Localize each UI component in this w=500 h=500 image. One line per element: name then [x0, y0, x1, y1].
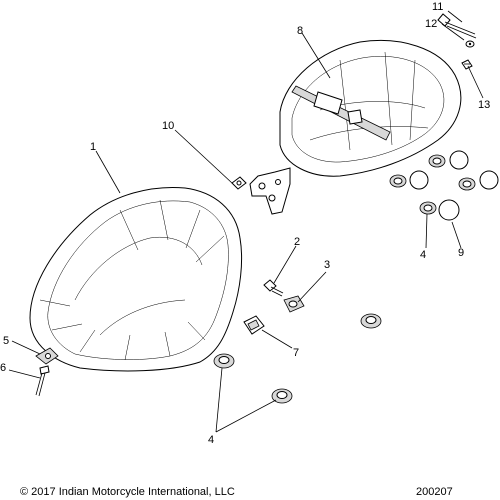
callout-4-bottom: 4	[208, 434, 214, 446]
clip-nut-7	[243, 315, 265, 335]
bumper-group-right	[389, 150, 499, 221]
callout-2: 2	[294, 236, 300, 248]
grommet-3	[283, 295, 305, 313]
passenger-pillion	[249, 39, 462, 215]
callout-10: 10	[162, 120, 174, 132]
clip-13	[461, 59, 473, 70]
callout-13: 13	[478, 99, 490, 111]
leader-lines	[8, 10, 484, 433]
clip-5	[35, 347, 59, 365]
pin-6	[35, 365, 50, 397]
callout-12: 12	[425, 18, 437, 30]
callout-9: 9	[458, 247, 464, 259]
callout-7: 7	[293, 347, 299, 359]
callout-labels: 1 2 3 4 4 5 6 7 8 9 10 11 12 13	[0, 1, 490, 446]
bolt-2	[263, 279, 284, 297]
drawing-number: 200207	[416, 486, 453, 498]
callout-8: 8	[297, 25, 303, 37]
callout-6: 6	[0, 362, 6, 374]
callout-11: 11	[432, 1, 443, 13]
washer-12	[465, 40, 475, 48]
callout-1: 1	[90, 141, 96, 153]
callout-3: 3	[324, 259, 330, 271]
callout-5: 5	[3, 335, 9, 347]
stud-10	[231, 176, 247, 190]
grommet-4-lower	[213, 313, 382, 404]
callout-4-right: 4	[420, 249, 426, 261]
copyright-notice: © 2017 Indian Motorcycle International, …	[20, 486, 235, 498]
rider-seat	[29, 187, 243, 372]
